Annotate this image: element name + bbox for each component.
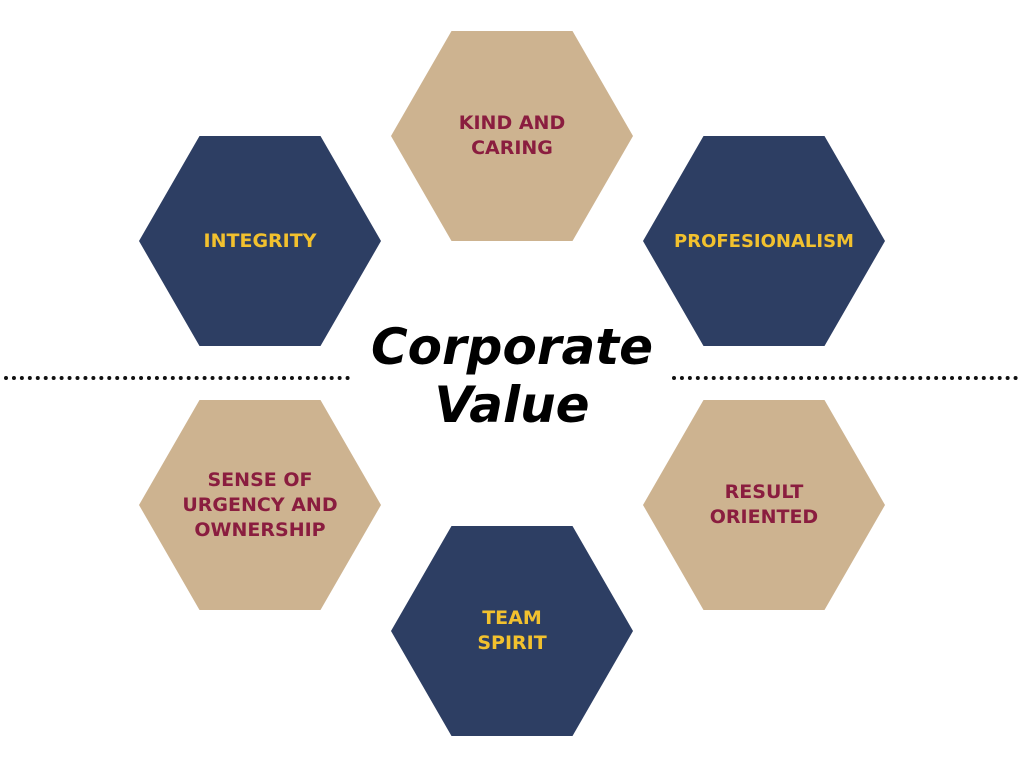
hexagon-label-team-spirit: TEAM SPIRIT <box>477 607 547 654</box>
hexagon-result-oriented: RESULT ORIENTED <box>643 400 885 610</box>
dotted-divider-right <box>672 376 1018 380</box>
hexagon-profesionalism: PROFESIONALISM <box>643 136 885 346</box>
hexagon-label-result-oriented: RESULT ORIENTED <box>709 481 819 528</box>
hexagon-label-profesionalism: PROFESIONALISM <box>674 230 854 252</box>
hexagon-label-kind-and-caring: KIND AND CARING <box>458 112 566 159</box>
center-title: Corporate Value <box>370 318 654 434</box>
hexagon-sense-of-urgency: SENSE OF URGENCY AND OWNERSHIP <box>139 400 381 610</box>
hexagon-kind-and-caring: KIND AND CARING <box>391 31 633 241</box>
dotted-divider-left <box>4 376 350 380</box>
hexagon-label-sense-of-urgency: SENSE OF URGENCY AND OWNERSHIP <box>182 468 338 541</box>
hexagon-team-spirit: TEAM SPIRIT <box>391 526 633 736</box>
hexagon-label-integrity: INTEGRITY <box>203 229 317 252</box>
hexagon-integrity: INTEGRITY <box>139 136 381 346</box>
